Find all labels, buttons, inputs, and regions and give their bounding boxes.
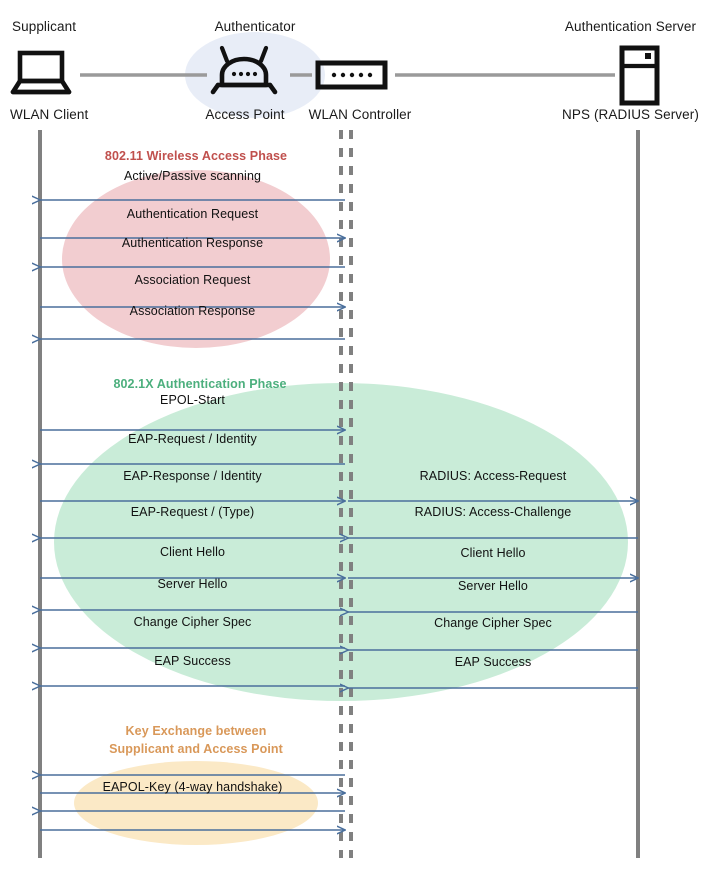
actor-role-authenticator: Authenticator (214, 19, 296, 34)
message-label-r6: EAP Success (454, 655, 532, 669)
actor-device-wlan-controller: WLAN Controller (308, 107, 412, 122)
network-switch-icon (315, 60, 388, 90)
laptop-icon (10, 50, 72, 95)
message-label-r5: Change Cipher Spec (434, 616, 552, 630)
message-arrows (40, 200, 638, 830)
phase-label-line: 802.1X Authentication Phase (113, 377, 287, 391)
phase-label-line: 802.11 Wireless Access Phase (104, 149, 288, 163)
actor-role-supplicant: Supplicant (12, 19, 77, 34)
phase-label-line: Key Exchange between (125, 724, 267, 738)
message-label-r1: RADIUS: Access-Request (419, 469, 567, 483)
message-label-m7: EAP-Request / Identity (128, 432, 257, 446)
server-rack-icon (619, 45, 660, 106)
phase-label-phase-802-1x: 802.1X Authentication Phase (40, 375, 360, 393)
actor-device-access-point: Access Point (205, 107, 285, 122)
phase-label-line: Supplicant and Access Point (109, 742, 283, 756)
message-label-m10: Client Hello (159, 545, 226, 559)
message-label-m9: EAP-Request / (Type) (130, 505, 255, 519)
phase-ellipse-phase-802-11 (62, 170, 330, 348)
message-label-m4: Association Request (134, 273, 251, 287)
wireless-access-point-icon (210, 45, 278, 95)
message-label-r2: RADIUS: Access-Challenge (414, 505, 572, 519)
message-label-r3: Client Hello (460, 546, 526, 560)
message-label-k2: EAPOL-Key (4-way handshake) (102, 780, 283, 794)
message-label-m6: EPOL-Start (160, 393, 225, 407)
actor-device-wlan-client: WLAN Client (10, 107, 89, 122)
message-label-m1: Active/Passive scanning (123, 169, 262, 183)
phase-label-phase-802-11: 802.11 Wireless Access Phase (36, 147, 356, 165)
actor-role-auth-server: Authentication Server (564, 19, 697, 34)
message-label-r4: Server Hello (458, 579, 528, 593)
message-label-m12: Change Cipher Spec (133, 615, 252, 629)
message-label-m5: Association Response (129, 304, 256, 318)
message-label-m3: Authentication Response (121, 236, 264, 250)
message-label-m8: EAP-Response / Identity (123, 469, 262, 483)
message-label-m11: Server Hello (157, 577, 228, 591)
message-label-m13: EAP Success (154, 654, 231, 668)
message-label-m2: Authentication Request (126, 207, 259, 221)
phase-ellipse-phase-key-exchange (74, 761, 318, 845)
actor-device-nps-radius: NPS (RADIUS Server) (562, 107, 699, 122)
